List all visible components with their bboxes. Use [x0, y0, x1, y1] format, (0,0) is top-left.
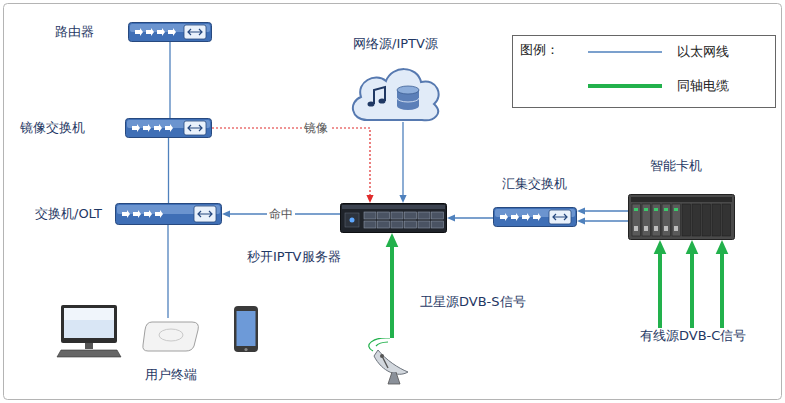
computer-icon	[55, 303, 125, 360]
outer-frame	[4, 4, 782, 400]
edge-label: 命中	[267, 207, 295, 222]
connector	[690, 250, 694, 328]
arrow-head	[447, 214, 455, 221]
node-label: 镜像交换机	[20, 120, 85, 136]
node-label: 秒开IPTV服务器	[247, 249, 341, 265]
legend-text: 同轴电缆	[677, 78, 729, 94]
arrow-head	[222, 210, 230, 217]
node-label: 智能卡机	[650, 158, 702, 174]
satellite-dish	[368, 338, 413, 386]
cloud-icon	[345, 60, 445, 122]
node-label: 交换机/OLT	[35, 206, 102, 222]
arrow-head	[686, 240, 699, 254]
ap-icon	[140, 318, 202, 354]
connector	[168, 138, 169, 203]
switch-icon	[125, 118, 212, 138]
arrow-head	[716, 240, 729, 254]
arrow-head	[577, 207, 585, 214]
router-icon	[128, 22, 212, 42]
connector	[212, 128, 370, 197]
phone-icon	[233, 305, 259, 353]
server-icon	[340, 203, 447, 233]
node-label: 汇集交换机	[502, 176, 567, 192]
arrow-head	[399, 195, 406, 203]
legend-coax-sample	[588, 84, 662, 88]
legend-ethernet-sample	[588, 51, 662, 52]
connector	[583, 210, 628, 211]
connector	[583, 220, 628, 221]
arrow-head	[386, 233, 399, 247]
legend-heading: 图例：	[520, 42, 559, 58]
arrow-head	[577, 217, 585, 224]
switch-icon	[115, 203, 222, 225]
chassis-icon	[628, 194, 735, 240]
connector	[720, 250, 724, 328]
node-label: 卫星源DVB-S信号	[420, 294, 526, 310]
node-label: 网络源/IPTV源	[353, 36, 438, 52]
connector	[169, 42, 170, 118]
switch-icon	[493, 207, 577, 227]
node-label: 用户终端	[145, 367, 197, 383]
node-label: 有线源DVB-C信号	[640, 328, 746, 344]
connector	[390, 243, 394, 338]
connector	[167, 225, 168, 318]
connector	[658, 250, 662, 328]
connector	[402, 122, 403, 197]
arrow-head	[366, 195, 373, 203]
node-label: 路由器	[55, 24, 94, 40]
connector	[453, 217, 493, 218]
edge-label: 镜像	[302, 121, 330, 136]
legend-box	[513, 36, 776, 108]
arrow-head	[654, 240, 667, 254]
legend-text: 以太网线	[677, 44, 729, 60]
